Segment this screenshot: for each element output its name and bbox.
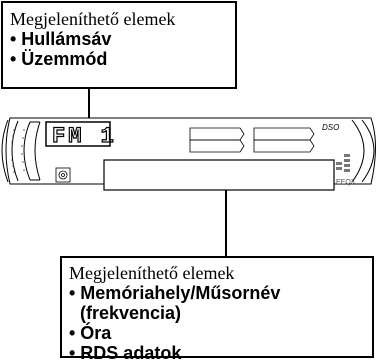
brand-logo-mark: DSO	[322, 123, 339, 132]
bottom-callout-item-frequency: (frekvencia)	[80, 303, 182, 323]
top-callout-item-band: • Hullámsáv	[10, 29, 112, 49]
bottom-connector-line	[225, 190, 227, 256]
top-callout-title: Megjeleníthető elemek	[10, 9, 176, 29]
top-connector-line	[88, 88, 90, 120]
head-unit-front-panel: FM 1 DSO EEQ3	[1, 117, 376, 191]
bottom-callout-item-clock: • Óra	[69, 323, 112, 343]
top-right-segment-display	[189, 127, 315, 153]
bottom-callout-item-rds: • RDS adatok	[69, 343, 182, 363]
top-callout-item-mode: • Üzemmód	[10, 49, 108, 69]
band-display-text: FM 1	[52, 124, 117, 149]
right-eq-graphic	[336, 154, 350, 172]
eq-label-mark: EEQ3	[336, 179, 355, 186]
bottom-callout-item-preset: • Memóriahely/Műsornév	[69, 283, 281, 303]
left-volume-knob	[1, 119, 41, 183]
left-dot-pattern	[11, 129, 25, 173]
bottom-callout-title: Megjeleníthető elemek	[69, 263, 235, 283]
disc-icon	[55, 167, 71, 183]
band-display-window	[45, 121, 111, 147]
main-display-window	[103, 159, 335, 191]
right-knob	[351, 119, 375, 183]
top-callout-box: Megjeleníthető elemek • Hullámsáv • Üzem…	[1, 1, 237, 89]
bottom-callout-box: Megjeleníthető elemek • Memóriahely/Műso…	[60, 256, 374, 363]
